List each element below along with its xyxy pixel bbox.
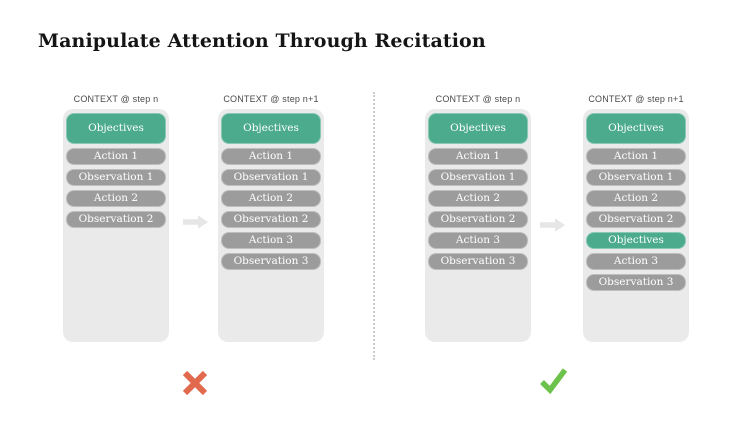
step-block: Observation 1 (221, 169, 321, 186)
step-block: Action 2 (221, 190, 321, 207)
step-block: Action 3 (221, 232, 321, 249)
step-block: Action 1 (221, 148, 321, 165)
step-block: Action 1 (428, 148, 528, 165)
step-block: Observation 2 (586, 211, 686, 228)
vertical-dotted-divider (373, 92, 375, 360)
step-block: Observation 3 (586, 274, 686, 291)
context-panel-label: CONTEXT @ step n (73, 94, 159, 104)
context-panel-label: CONTEXT @ step n+1 (588, 94, 684, 104)
step-block: Action 3 (428, 232, 528, 249)
step-block: Action 3 (586, 253, 686, 270)
cross-icon (181, 369, 209, 397)
step-block: Observation 1 (586, 169, 686, 186)
page-title: Manipulate Attention Through Recitation (38, 30, 486, 52)
step-block: Observation 1 (66, 169, 166, 186)
objective-block: Objectives (586, 232, 686, 249)
objective-block: Objectives (221, 113, 321, 144)
step-block: Action 2 (428, 190, 528, 207)
objective-block: Objectives (428, 113, 528, 144)
step-block: Observation 2 (221, 211, 321, 228)
objective-block: Objectives (586, 113, 686, 144)
objective-block: Objectives (66, 113, 166, 144)
step-block: Observation 2 (428, 211, 528, 228)
context-panel-label: CONTEXT @ step n (435, 94, 521, 104)
step-block: Action 1 (66, 148, 166, 165)
step-block: Observation 1 (428, 169, 528, 186)
step-block: Observation 3 (221, 253, 321, 270)
step-block: Observation 2 (66, 211, 166, 228)
step-block: Action 2 (586, 190, 686, 207)
transition-arrow-icon (183, 214, 209, 230)
step-block: Action 1 (586, 148, 686, 165)
step-block: Observation 3 (428, 253, 528, 270)
step-block: Action 2 (66, 190, 166, 207)
context-panel-label: CONTEXT @ step n+1 (223, 94, 319, 104)
check-icon (537, 365, 569, 397)
transition-arrow-icon (540, 217, 566, 233)
